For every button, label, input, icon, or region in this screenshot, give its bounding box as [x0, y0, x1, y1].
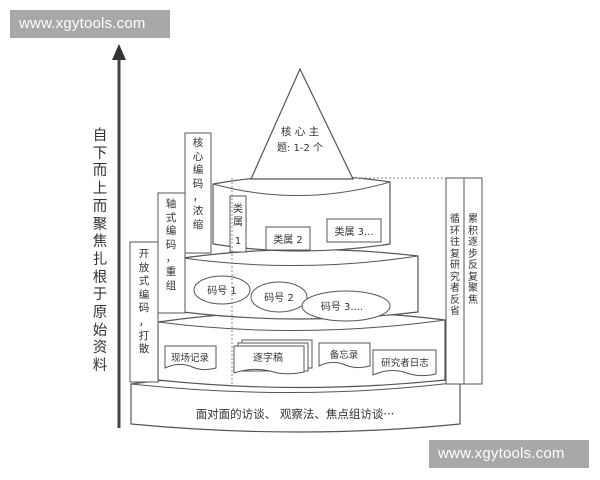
watermark-top: www.xgytools.com — [10, 10, 170, 38]
accumulate-column-box — [463, 177, 483, 385]
up-arrow-icon — [112, 44, 126, 428]
code-3: 码号 3.... — [321, 301, 363, 313]
open-coding-label: 开放式编码，打散 — [138, 248, 150, 356]
axis-label-text: 自下而上而聚焦扎根于原始资料 — [92, 128, 108, 375]
cycle-reflection-label: 循环往复 研究者反省 — [450, 214, 460, 317]
axial-coding-box — [157, 192, 186, 314]
base-label: 面对面的访谈、 观察法、焦点组访谈··· — [196, 407, 395, 421]
category-2-box — [265, 226, 311, 251]
svg-text:研究者日志: 研究者日志 — [381, 357, 429, 369]
categories-tier: 类 属 1 类属 2 类属 3... — [212, 174, 391, 253]
svg-text:属: 属 — [233, 216, 243, 228]
researcher-journal-doc: 研究者日志 — [372, 349, 437, 377]
code-1: 码号 1 — [207, 285, 237, 297]
materials-tier: 现场记录 逐字稿 备忘录 研究者日志 — [157, 310, 446, 389]
core-coding-label: 核心编码，浓缩 — [192, 137, 204, 231]
core-theme-line1: 核 心 主 — [281, 125, 319, 138]
svg-text:备忘录: 备忘录 — [330, 349, 359, 361]
open-coding-box — [129, 241, 159, 383]
memo-doc: 备忘录 — [318, 342, 371, 369]
axis-label: 自下而上而聚焦扎根于原始资料 — [92, 128, 108, 376]
svg-text:类属 3...: 类属 3... — [334, 225, 373, 238]
core-theme-triangle: 核 心 主 题: 1-2 个 — [250, 67, 354, 180]
svg-text:类: 类 — [233, 202, 243, 215]
codes-tier: 码号 1 码号 2 码号 3.... — [182, 248, 419, 322]
category-1-box — [229, 195, 247, 253]
code-2: 码号 2 — [264, 292, 294, 304]
field-notes-doc: 现场记录 — [164, 345, 217, 371]
svg-text:现场记录: 现场记录 — [171, 352, 210, 364]
watermark-bottom: www.xgytools.com — [429, 440, 589, 468]
accumulate-focus-label: 累积 逐步 反复 聚焦 — [468, 214, 478, 306]
core-theme-line2: 题: 1-2 个 — [277, 142, 323, 154]
svg-text:类属 2: 类属 2 — [273, 233, 303, 246]
svg-text:1: 1 — [235, 236, 241, 247]
axial-coding-label: 轴式编码，重组 — [165, 198, 177, 292]
svg-text:逐字稿: 逐字稿 — [253, 351, 283, 364]
transcripts-doc-stack: 逐字稿 — [233, 339, 313, 375]
category-3-box — [326, 218, 382, 243]
core-coding-box — [184, 132, 212, 254]
base-tier: 面对面的访谈、 观察法、焦点组访谈··· — [130, 371, 461, 433]
